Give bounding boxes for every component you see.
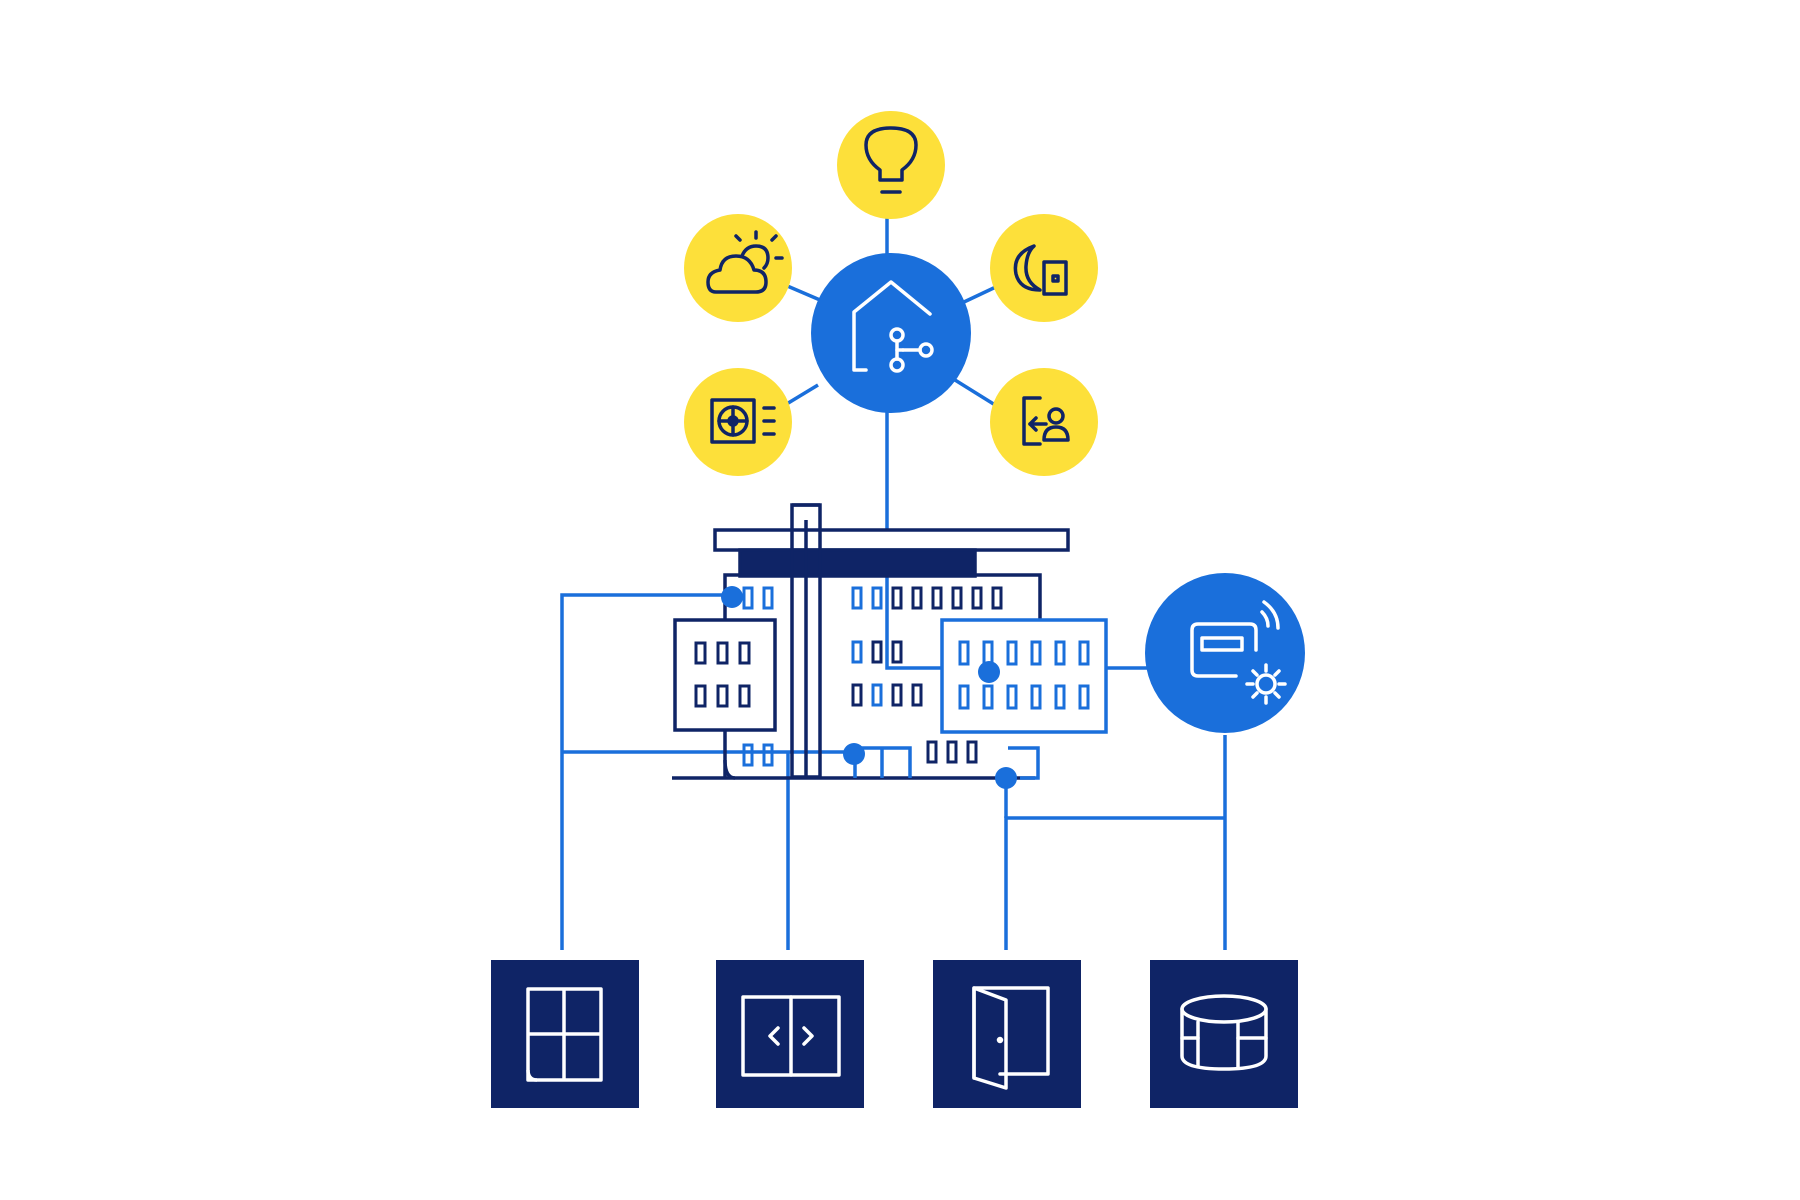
wireless-controller-settings-icon bbox=[1190, 600, 1287, 705]
revolving-door-icon bbox=[1180, 994, 1268, 1071]
ventilation-fan-icon bbox=[710, 398, 776, 444]
satellite-weather bbox=[684, 214, 792, 322]
junction-dots bbox=[721, 586, 1017, 789]
satellite-access-control bbox=[990, 368, 1098, 476]
weather-sun-cloud-icon bbox=[706, 230, 784, 294]
hub-node bbox=[811, 253, 971, 413]
door-type-tile-revolving bbox=[1150, 960, 1298, 1108]
door-type-tile-sliding bbox=[716, 960, 864, 1108]
window-icon bbox=[526, 987, 603, 1082]
swing-door-icon bbox=[972, 986, 1050, 1090]
satellite-night-mode bbox=[990, 214, 1098, 322]
sliding-door-icon bbox=[741, 995, 841, 1077]
access-control-person-icon bbox=[1022, 396, 1070, 446]
night-mode-door-icon bbox=[1013, 244, 1068, 296]
controller-node bbox=[1145, 573, 1305, 733]
door-type-tile-swing bbox=[933, 960, 1081, 1108]
lightbulb-icon bbox=[864, 126, 918, 194]
office-building-icon bbox=[672, 503, 1108, 780]
door-type-tile-window bbox=[491, 960, 639, 1108]
satellite-lightbulb bbox=[837, 111, 945, 219]
satellite-ventilation bbox=[684, 368, 792, 476]
smart-building-control-icon bbox=[852, 280, 934, 373]
